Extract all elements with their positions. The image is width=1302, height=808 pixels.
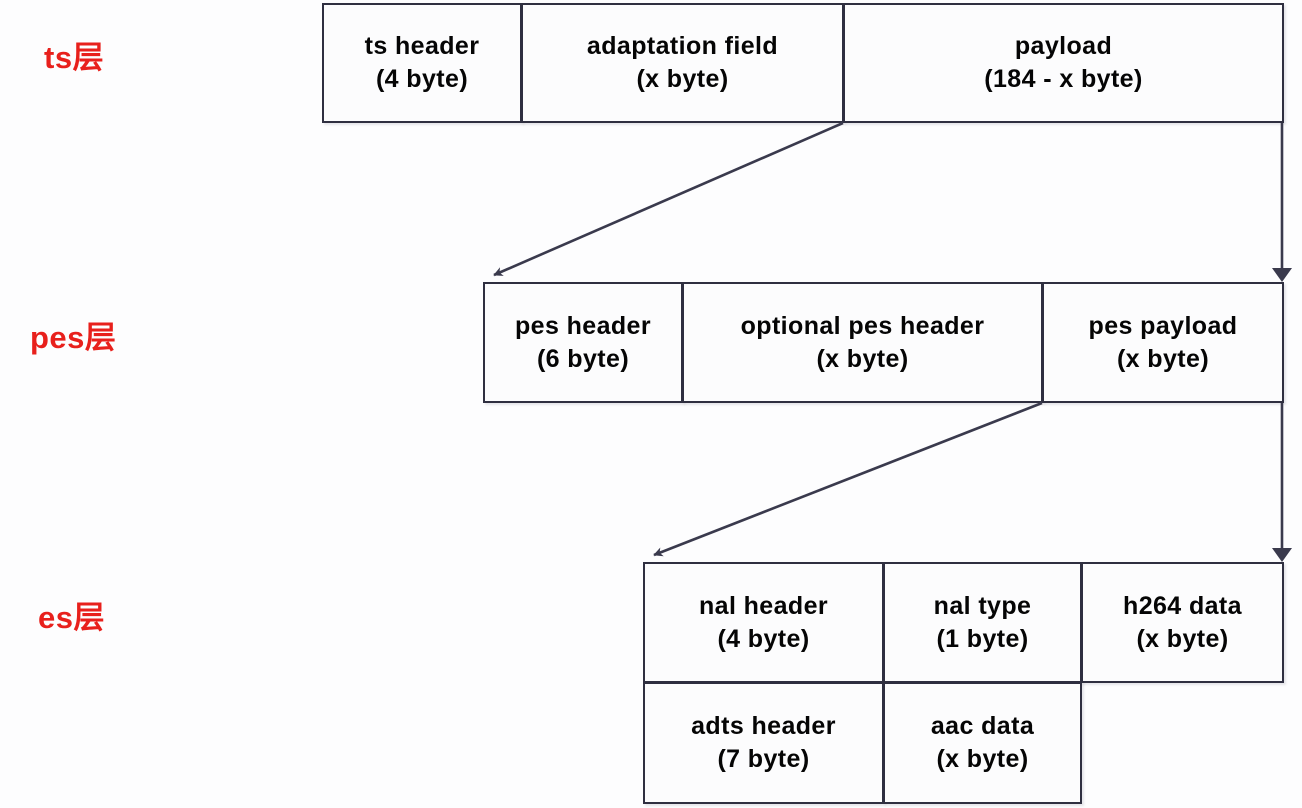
layer-label-es: es层 [38,600,105,635]
cell-nal-type: nal type (1 byte) [883,562,1082,683]
cell-nal-header-line1: nal header [698,591,829,620]
arrow-ts-payload-to-pes-vertical [1272,123,1292,282]
cell-nal-header: nal header (4 byte) [643,562,884,683]
cell-optional-pes-header: optional pes header (x byte) [682,282,1043,403]
cell-ts-payload-line1: payload [1014,32,1113,60]
cell-adts-header: adts header (7 byte) [643,682,884,804]
cell-es-row2-empty [1081,682,1284,804]
cell-pes-payload: pes payload (x byte) [1042,282,1284,403]
cell-ts-header-line1: ts header [364,32,480,60]
cell-optional-pes-header-line1: optional pes header [740,311,985,340]
cell-aac-data-line1: aac data [930,712,1035,740]
cell-aac-data-line2: (x byte) [936,745,1029,773]
cell-adaptation-field-line2: (x byte) [636,65,729,93]
arrow-ts-payload-to-pes-diagonal [493,121,844,277]
cell-h264-data-line1: h264 data [1123,591,1242,620]
cell-h264-data: h264 data (x byte) [1081,562,1284,683]
layer-label-ts: ts层 [44,40,105,75]
cell-nal-type-line2: (1 byte) [936,624,1029,653]
cell-adts-header-line1: adts header [691,712,836,740]
cell-adaptation-field-line1: adaptation field [586,32,779,60]
cell-ts-header-line2: (4 byte) [375,65,469,93]
cell-aac-data: aac data (x byte) [883,682,1082,804]
cell-adts-header-line2: (7 byte) [717,745,810,773]
cell-pes-payload-line1: pes payload [1088,311,1238,340]
cell-ts-payload-line2: (184 - x byte) [984,65,1143,93]
cell-nal-header-line2: (4 byte) [717,624,810,653]
cell-pes-header-line1: pes header [514,311,651,340]
cell-adaptation-field: adaptation field (x byte) [521,3,844,123]
layer-label-pes: pes层 [30,320,117,355]
cell-pes-payload-line2: (x byte) [1116,344,1210,373]
cell-ts-payload: payload (184 - x byte) [843,3,1284,123]
cell-optional-pes-header-line2: (x byte) [816,344,909,373]
cell-h264-data-line2: (x byte) [1136,624,1229,653]
arrow-pes-payload-to-es-diagonal [653,401,1043,557]
arrow-pes-payload-to-es-vertical [1272,403,1292,562]
cell-ts-header: ts header (4 byte) [322,3,522,123]
cell-pes-header-line2: (6 byte) [536,344,630,373]
cell-pes-header: pes header (6 byte) [483,282,683,403]
cell-nal-type-line1: nal type [933,591,1032,620]
